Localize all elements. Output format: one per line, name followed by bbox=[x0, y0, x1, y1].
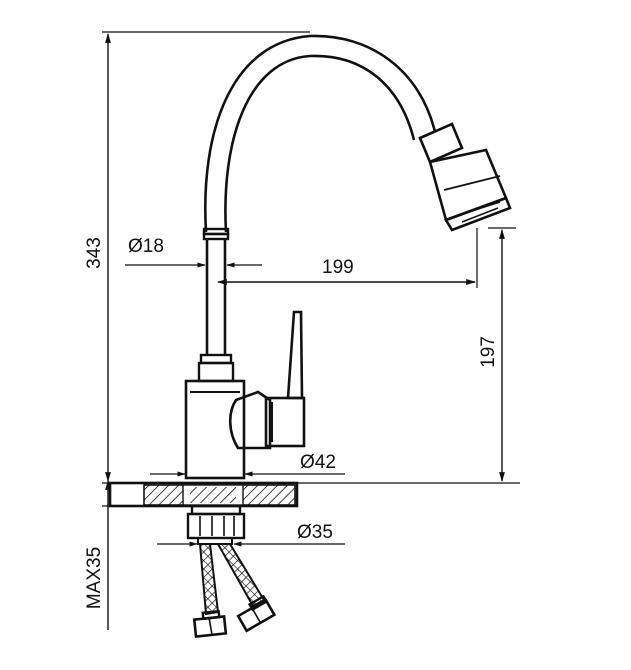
supply-hose-left bbox=[192, 543, 228, 638]
spout-collar bbox=[202, 227, 230, 241]
lever-handle bbox=[228, 310, 306, 450]
spout-reach-label: 199 bbox=[322, 257, 354, 278]
max-thickness-label: MAX35 bbox=[84, 547, 105, 609]
dimension-spout-reach: 199 bbox=[217, 228, 478, 288]
mounting-shank bbox=[186, 504, 246, 545]
dimension-total-height: 343 bbox=[84, 31, 520, 484]
spout-riser-tube bbox=[197, 239, 235, 383]
shank-diameter-label: Ø35 bbox=[297, 522, 333, 543]
countertop-section bbox=[108, 481, 299, 508]
faucet-body bbox=[184, 379, 246, 480]
dimension-shank-diameter: Ø35 bbox=[157, 522, 345, 547]
spray-head bbox=[418, 122, 512, 232]
flexible-spout bbox=[204, 34, 437, 233]
dimension-outlet-height: 197 bbox=[478, 227, 516, 482]
dimension-spout-diameter: Ø18 bbox=[125, 236, 262, 268]
total-height-label: 343 bbox=[84, 237, 105, 269]
dimension-body-diameter: Ø42 bbox=[150, 452, 345, 477]
spout-diameter-label: Ø18 bbox=[128, 236, 164, 257]
outlet-height-label: 197 bbox=[478, 336, 499, 368]
dimension-max-thickness: MAX35 bbox=[84, 480, 140, 630]
body-diameter-label: Ø42 bbox=[300, 452, 336, 473]
supply-hose-right bbox=[216, 543, 277, 633]
